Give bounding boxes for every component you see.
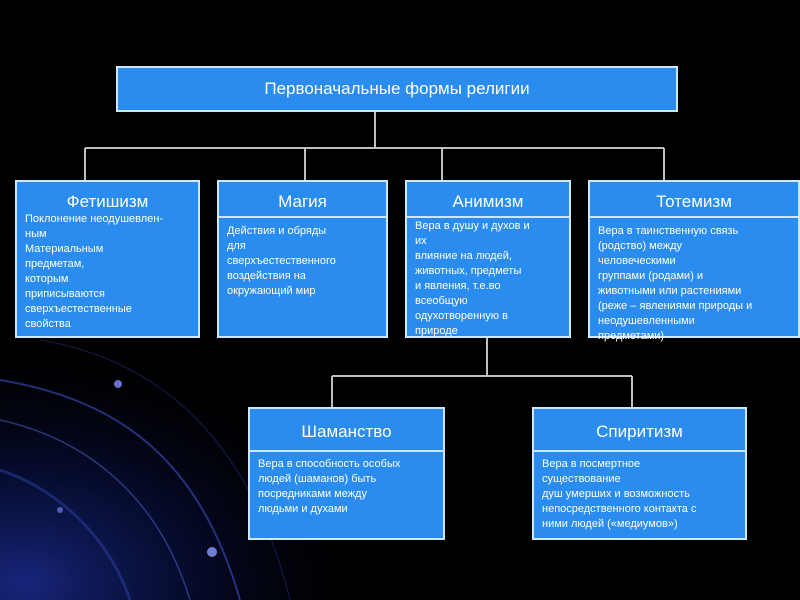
node-animism: Анимизм Вера в душу и духов и их влияние… [405,180,571,338]
node-magic: Магия Действия и обряды для сверхъестест… [217,180,388,338]
diagram-title: Первоначальные формы религии [264,79,530,98]
node-description: Вера в душу и духов и их влияние на люде… [415,220,530,337]
node-description: Вера в таинственную связь (родство) межд… [598,225,753,342]
node-totemism: Тотемизм Вера в таинственную связь (родс… [588,180,800,342]
node-title: Шаманство [301,422,392,441]
node-description: Действия и обряды для сверхъестественног… [227,225,336,297]
node-title: Спиритизм [596,422,683,441]
title-divider [407,216,569,218]
node-description: Вера в посмертное существование душ умер… [542,458,697,530]
title-divider [534,450,745,452]
node-title: Фетишизм [66,192,149,211]
node-fetishism: Фетишизм Поклонение неодушевлен- ным Мат… [15,180,200,338]
node-description: Вера в способность особых людей (шаманов… [258,458,401,515]
node-title: Тотемизм [656,192,732,211]
node-shamanism: Шаманство Вера в способность особых люде… [248,407,445,540]
root-node: Первоначальные формы религии [116,66,678,112]
node-description: Поклонение неодушевлен- ным Материальным… [25,213,163,330]
title-divider [219,216,386,218]
node-title: Анимизм [452,192,524,211]
title-divider [590,216,798,218]
node-spiritism: Спиритизм Вера в посмертное существовани… [532,407,747,540]
title-divider [250,450,443,452]
node-title: Магия [278,192,327,211]
